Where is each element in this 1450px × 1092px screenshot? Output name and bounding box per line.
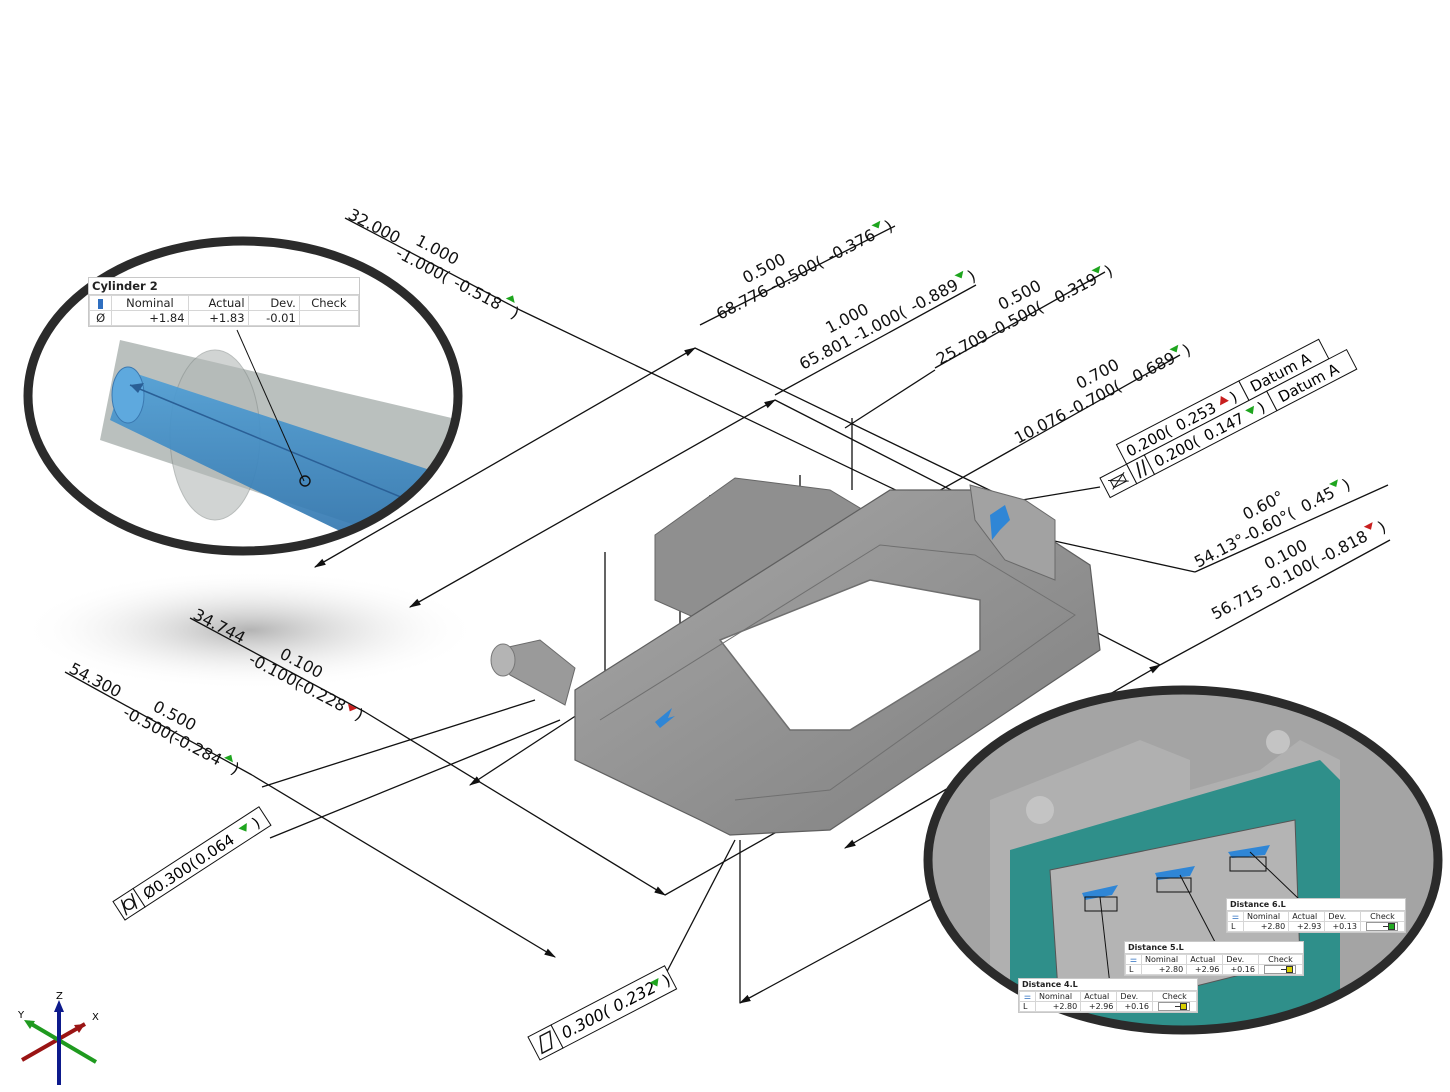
table-header-row: ⚌ Nominal Actual Dev. Check (1125, 954, 1304, 965)
tolerance-ok-icon (649, 978, 659, 987)
svg-text:0.689: 0.689 (1129, 348, 1178, 386)
tolerance-ok-icon (1169, 344, 1179, 353)
tolerance-ok-icon (1091, 265, 1101, 274)
check-gauge-icon (1264, 965, 1297, 974)
cylinder-inspection-table[interactable]: Cylinder 2 Nominal Actual Dev. Check Ø +… (88, 277, 360, 327)
svg-text:56.715: 56.715 (1208, 581, 1266, 624)
svg-text:25.709: 25.709 (933, 326, 991, 369)
tolerance-ok-icon (1245, 405, 1255, 415)
svg-text:-0.518: -0.518 (450, 273, 505, 314)
svg-text:): ) (1339, 475, 1353, 495)
gdt-frame-flatness[interactable]: 0.300( 0.232 ) (527, 965, 678, 1061)
distance-icon: ⚌ (1227, 911, 1244, 922)
table-header-row: ⚌ Nominal Actual Dev. Check (1019, 991, 1198, 1002)
cylindricity-icon (120, 892, 138, 916)
svg-text:-0.376: -0.376 (824, 225, 879, 266)
svg-text:): ) (1180, 340, 1194, 360)
tolerance-ok-icon (505, 295, 515, 304)
axis-triad[interactable]: Z Y X (17, 991, 99, 1085)
tolerance-ok-icon (954, 270, 964, 279)
axis-label-x: X (92, 1012, 99, 1023)
dimension-d4[interactable]: 0.500 25.709 -0.500( 0.319 ) (924, 243, 1116, 368)
check-gauge-icon (1158, 1002, 1191, 1011)
tolerance-fail-icon (348, 703, 357, 712)
tolerance-ok-icon (871, 220, 881, 229)
svg-text:): ) (508, 303, 522, 323)
svg-text:-0.889: -0.889 (907, 275, 962, 316)
gdt-frame-symmetry-parallel[interactable]: 0.200( 0.253 ) Datum A 0.200( 0.147 ) Da… (1090, 330, 1358, 499)
measurement-markers (1082, 845, 1270, 900)
parallelism-icon (1136, 459, 1147, 479)
axis-label-y: Y (17, 1010, 25, 1021)
svg-text:0.45: 0.45 (1298, 483, 1338, 516)
dimension-d2[interactable]: 0.500 68.776 -0.500( -0.376 ) (704, 198, 896, 323)
table-header-row: ⚌ Nominal Actual Dev. Check (1227, 911, 1406, 922)
table-title: Cylinder 2 (89, 278, 359, 295)
symmetry-icon (1108, 471, 1129, 490)
cylinder-icon (98, 298, 104, 309)
distance-4-table[interactable]: Distance 4.L ⚌ Nominal Actual Dev. Check… (1018, 978, 1198, 1013)
part-model[interactable] (490, 477, 1101, 836)
table-row: Ø +1.84 +1.83 -0.01 (88, 310, 360, 326)
svg-text:10.076: 10.076 (1011, 405, 1069, 448)
table-row: L +2.80 +2.96 +0.16 (1125, 964, 1304, 975)
gdt-frame-cylindricity[interactable]: Ø0.300( 0.064 ) (112, 806, 272, 921)
drop-shadow (20, 570, 480, 690)
svg-text:68.776: 68.776 (713, 281, 771, 324)
svg-text:): ) (1375, 517, 1389, 537)
tolerance-ok-icon (238, 823, 247, 832)
table-header-row: Nominal Actual Dev. Check (88, 295, 360, 311)
check-gauge-icon (1366, 922, 1399, 931)
distance-icon: ⚌ (1019, 991, 1036, 1002)
tolerance-fail-icon (1220, 395, 1229, 406)
tolerance-ok-icon (1329, 479, 1338, 488)
axis-label-z: Z (56, 991, 63, 1002)
svg-text:-0.284: -0.284 (171, 729, 226, 770)
table-row: L +2.80 +2.93 +0.13 (1227, 921, 1406, 932)
svg-text:54.13°: 54.13° (1191, 530, 1248, 572)
svg-text:-0.818: -0.818 (1316, 527, 1371, 568)
svg-text:): ) (1102, 261, 1116, 281)
svg-text:): ) (965, 266, 979, 286)
distance-5-table[interactable]: Distance 5.L ⚌ Nominal Actual Dev. Check… (1124, 941, 1304, 976)
tolerance-ok-icon (224, 754, 233, 763)
svg-text:0.319: 0.319 (1051, 269, 1100, 307)
table-row: L +2.80 +2.96 +0.16 (1019, 1001, 1198, 1012)
svg-text:32.000: 32.000 (345, 205, 403, 248)
distance-icon: ⚌ (1125, 954, 1142, 965)
tolerance-fail-icon (1363, 522, 1373, 530)
distance-6-table[interactable]: Distance 6.L ⚌ Nominal Actual Dev. Check… (1226, 898, 1406, 933)
flatness-icon (539, 1030, 553, 1055)
